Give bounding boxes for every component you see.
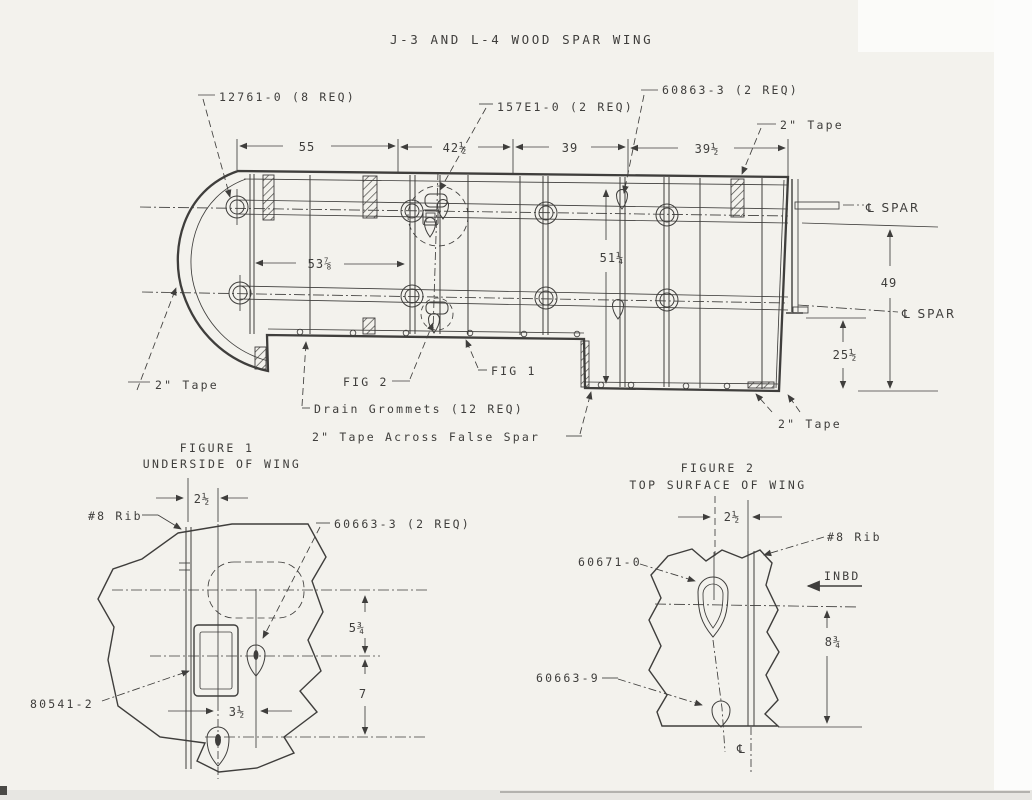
callout-157e1: 157E1-0 (2 REQ): [497, 100, 634, 114]
callout-tape-top-right: 2" Tape: [780, 118, 844, 132]
dim-25-5-group: 25½: [806, 317, 866, 389]
figure2-detail: FIGURE 2 TOP SURFACE OF WING ℄ 2½ 8¾: [536, 461, 882, 772]
hole: [228, 275, 252, 311]
callout-drain-grommets: Drain Grommets (12 REQ): [314, 402, 524, 416]
fig1-callout-60663-3: 60663-3 (2 REQ): [334, 517, 471, 531]
wing-outline: [176, 169, 790, 393]
figure2-torn-outline: [648, 548, 780, 727]
top-dimension-chain: 55 42½ 39 39½: [236, 139, 789, 176]
figure2-grommet-inner: [702, 583, 724, 629]
wing-plan-view: 55 42½ 39 39½ 53⅞ 51¼ 49: [128, 83, 956, 444]
spar-lines: [139, 199, 899, 313]
inspection-holes: [225, 189, 679, 312]
dim-49: 49: [881, 276, 897, 290]
figure2-callouts: 60671-0 #8 Rib INBD 60663-9: [536, 530, 882, 707]
hole: [534, 286, 558, 310]
figure1-torn-outline: [97, 523, 327, 773]
dim-55: 55: [299, 140, 315, 154]
fig1-dim-5-34: 5¾: [349, 621, 365, 635]
figure1-dimensions: 2½ 5¾ 7 3½: [156, 478, 369, 735]
figure2-subtitle: TOP SURFACE OF WING: [629, 478, 806, 492]
figure1-lower-grommet: [206, 726, 230, 767]
plate-80541-inner: [199, 631, 233, 690]
callout-tape-left: 2" Tape: [155, 378, 219, 392]
dim-51-14: 51¼: [600, 251, 625, 265]
dim-39: 39: [562, 141, 578, 155]
rear-spar-centerline: [141, 291, 789, 304]
fig2-callout-60671-0: 60671-0: [578, 555, 642, 569]
wing-inner-lines: [190, 178, 789, 389]
figure2-grommet-outer: [697, 576, 729, 638]
hole: [655, 288, 679, 312]
tape-strips: [254, 174, 775, 389]
plate-80541-outer: [193, 624, 239, 697]
label-cl-spar-rear: ℄ SPAR: [901, 307, 956, 321]
front-spar-centerline: [139, 206, 789, 217]
callout-60863: 60863-3 (2 REQ): [662, 83, 799, 97]
fig2-callout-60663-9: 60663-9: [536, 671, 600, 685]
figure1-upper-grommet: [246, 644, 266, 677]
fig2-dim-2-5: 2½: [724, 510, 740, 524]
figure1-detail: FIGURE 1 UNDERSIDE OF WING: [30, 441, 471, 779]
dim-42-half: 42½: [443, 141, 468, 155]
callout-fig1-ref: FIG 1: [491, 364, 537, 378]
plan-callouts: 12761-0 (8 REQ) 157E1-0 (2 REQ) 60863-3 …: [128, 83, 956, 444]
hole: [225, 189, 249, 225]
callout-tape-bottom-right: 2" Tape: [778, 417, 842, 431]
callout-fig2-ref: FIG 2: [343, 375, 389, 389]
fig2-centerline-symbol: ℄: [736, 742, 747, 756]
rib-lines: [249, 174, 763, 389]
callout-false-spar-tape: 2" Tape Across False Spar: [312, 430, 540, 444]
fig2-dim-8-34: 8¾: [825, 635, 841, 649]
fig1-dim-3-5: 3½: [229, 705, 245, 719]
dim-39-half: 39½: [695, 142, 720, 156]
dim-53-78-group: 53⅞: [255, 257, 405, 271]
figure1-internal: [112, 524, 430, 779]
sheet-title: J-3 AND L-4 WOOD SPAR WING: [390, 32, 653, 47]
inspection-centerline: [432, 171, 439, 333]
figure2-small-grommet: [711, 700, 731, 728]
fig1-callout-80541-2: 80541-2: [30, 697, 94, 711]
figure1-title: FIGURE 1: [180, 441, 255, 455]
dim-49-group: 49: [801, 222, 939, 392]
fig2-callout-rib8: #8 Rib: [827, 530, 882, 544]
figure2-dimensions: 2½ 8¾: [678, 496, 841, 724]
dim-25-5: 25½: [833, 348, 858, 362]
dim-51-14-group: 51¼: [600, 189, 625, 384]
fig1-dim-7: 7: [359, 687, 367, 701]
hole: [655, 203, 679, 227]
root-fitting: [786, 179, 840, 314]
figure1-callouts: #8 Rib 60663-3 (2 REQ) 80541-2: [30, 509, 471, 711]
fig1-callout-rib8: #8 Rib: [88, 509, 143, 523]
hole: [534, 201, 558, 225]
label-cl-spar-front: ℄ SPAR: [865, 201, 920, 215]
callout-12761: 12761-0 (8 REQ): [219, 90, 356, 104]
dim-53-78: 53⅞: [308, 257, 333, 271]
doubler-plates: [407, 185, 469, 331]
figure1-subtitle: UNDERSIDE OF WING: [143, 457, 302, 471]
figure2-internal: ℄: [654, 551, 859, 772]
fig1-dim-2-5: 2½: [194, 492, 210, 506]
drain-grommet-holes: [296, 328, 731, 390]
hole: [400, 284, 424, 308]
figure2-title: FIGURE 2: [681, 461, 756, 475]
fig2-callout-inbd: INBD: [824, 569, 861, 583]
